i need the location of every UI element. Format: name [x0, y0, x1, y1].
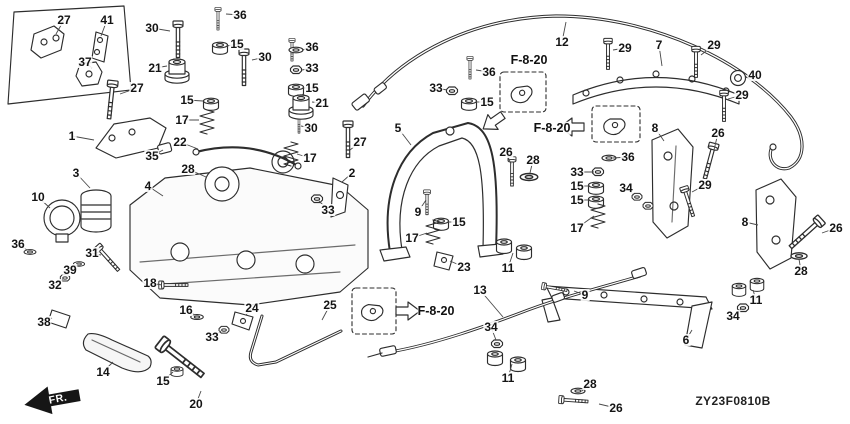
- callout-11: 11: [500, 261, 516, 275]
- callout-15: 15: [569, 179, 585, 193]
- callout-15: 15: [569, 193, 585, 207]
- callout-26: 26: [498, 145, 514, 159]
- callout-15: 15: [451, 215, 467, 229]
- callout-21: 21: [314, 96, 330, 110]
- callout-29: 29: [734, 88, 750, 102]
- callout-30: 30: [303, 121, 319, 135]
- reference-label: F-8-20: [533, 120, 571, 135]
- callout-26: 26: [608, 401, 624, 415]
- callout-36: 36: [10, 237, 26, 251]
- callout-26: 26: [828, 221, 844, 235]
- reference-label: F-8-20: [510, 52, 548, 67]
- callout-26: 26: [710, 126, 726, 140]
- callout-10: 10: [30, 190, 46, 204]
- callout-7: 7: [654, 38, 664, 52]
- callout-14: 14: [95, 365, 111, 379]
- diagram-code: ZY23F0810B: [695, 394, 771, 408]
- callout-5: 5: [393, 121, 403, 135]
- callout-34: 34: [618, 181, 634, 195]
- callout-33: 33: [569, 165, 585, 179]
- callout-29: 29: [706, 38, 722, 52]
- callout-11: 11: [748, 293, 764, 307]
- callout-41: 41: [99, 13, 115, 27]
- callout-17: 17: [404, 231, 420, 245]
- callout-34: 34: [725, 309, 741, 323]
- callout-29: 29: [617, 41, 633, 55]
- callout-15: 15: [155, 374, 171, 388]
- callout-30: 30: [144, 21, 160, 35]
- callout-29: 29: [697, 178, 713, 192]
- callout-18: 18: [142, 276, 158, 290]
- callout-17: 17: [302, 151, 318, 165]
- callout-27: 27: [56, 13, 72, 27]
- callout-36: 36: [620, 150, 636, 164]
- callout-16: 16: [178, 303, 194, 317]
- callout-12: 12: [554, 35, 570, 49]
- callout-9: 9: [413, 205, 423, 219]
- callout-36: 36: [304, 40, 320, 54]
- callout-13: 13: [472, 283, 488, 297]
- callout-15: 15: [479, 95, 495, 109]
- reference-label: F-8-20: [417, 303, 455, 318]
- callout-36: 36: [481, 65, 497, 79]
- callout-11: 11: [500, 371, 516, 385]
- callout-15: 15: [229, 37, 245, 51]
- callout-21: 21: [147, 61, 163, 75]
- callout-8: 8: [740, 215, 750, 229]
- callout-36: 36: [232, 8, 248, 22]
- callout-28: 28: [793, 264, 809, 278]
- callout-33: 33: [304, 61, 320, 75]
- callout-37: 37: [77, 55, 93, 69]
- callout-34: 34: [483, 320, 499, 334]
- callout-39: 39: [62, 263, 78, 277]
- callout-28: 28: [525, 153, 541, 167]
- callout-33: 33: [428, 81, 444, 95]
- callout-30: 30: [257, 50, 273, 64]
- callout-20: 20: [188, 397, 204, 411]
- callout-32: 32: [47, 278, 63, 292]
- callout-35: 35: [144, 149, 160, 163]
- callout-3: 3: [71, 166, 81, 180]
- callout-6: 6: [681, 333, 691, 347]
- callout-9: 9: [580, 288, 590, 302]
- callout-28: 28: [180, 162, 196, 176]
- callout-33: 33: [320, 203, 336, 217]
- callout-15: 15: [304, 81, 320, 95]
- callout-33: 33: [204, 330, 220, 344]
- callout-8: 8: [650, 121, 660, 135]
- callout-31: 31: [84, 246, 100, 260]
- callout-38: 38: [36, 315, 52, 329]
- callout-17: 17: [174, 113, 190, 127]
- callout-15: 15: [179, 93, 195, 107]
- callout-22: 22: [172, 135, 188, 149]
- callout-23: 23: [456, 260, 472, 274]
- callout-1: 1: [67, 129, 77, 143]
- callout-28: 28: [582, 377, 598, 391]
- callout-24: 24: [244, 301, 260, 315]
- callout-2: 2: [347, 166, 357, 180]
- callout-27: 27: [129, 81, 145, 95]
- callout-25: 25: [322, 298, 338, 312]
- callout-4: 4: [143, 179, 153, 193]
- callout-27: 27: [352, 135, 368, 149]
- callout-40: 40: [747, 68, 763, 82]
- callout-17: 17: [569, 221, 585, 235]
